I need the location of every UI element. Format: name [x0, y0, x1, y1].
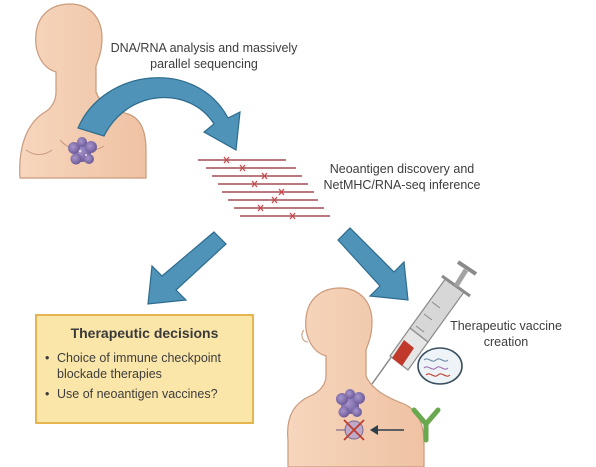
sequencing-label: DNA/RNA analysis and massively parallel …	[110, 41, 298, 71]
syringe-icon	[371, 260, 478, 385]
list-item-text: Use of neoantigen vaccines?	[57, 387, 218, 401]
tumor-cells-icon	[68, 137, 97, 165]
neoantigen-label: Neoantigen discovery and NetMHC/RNA-seq …	[323, 162, 481, 192]
arrow-left-icon	[370, 425, 404, 435]
t-cell-icon	[336, 419, 365, 441]
decision-list: • Choice of immune checkpoint blockade t…	[45, 350, 252, 406]
tumor-cells-icon	[336, 389, 365, 418]
list-item-text: Choice of immune checkpoint blockade the…	[57, 351, 221, 381]
arrow-down-right-icon	[337, 227, 409, 301]
bullet-icon: •	[45, 387, 50, 401]
curved-arrow-icon	[77, 77, 241, 151]
bullet-icon: •	[45, 351, 50, 365]
box-title: Therapeutic decisions	[70, 325, 219, 341]
arrow-down-left-icon	[147, 231, 227, 305]
vaccine-label: Therapeutic vaccine creation	[450, 319, 562, 349]
therapeutic-decisions-box: Therapeutic decisions • Choice of immune…	[35, 314, 254, 424]
person-torso-icon	[287, 287, 425, 467]
peptide-magnifier-icon	[417, 347, 463, 385]
sequence-reads-icon	[198, 156, 330, 220]
list-item: • Choice of immune checkpoint blockade t…	[45, 350, 252, 382]
antibody-icon	[411, 407, 441, 443]
list-item: • Use of neoantigen vaccines?	[45, 386, 252, 402]
